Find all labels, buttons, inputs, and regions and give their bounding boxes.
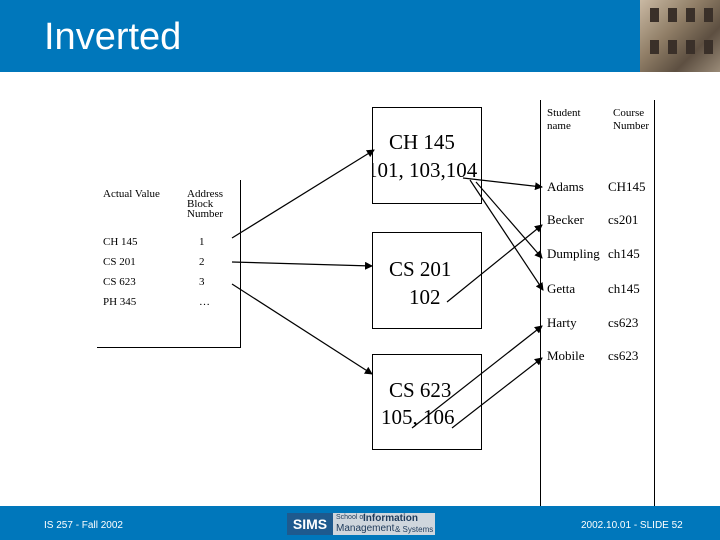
index-row-address: 3 [199, 276, 205, 288]
student-row-course: cs623 [608, 315, 639, 330]
student-row-name: Adams [547, 179, 584, 194]
sims-logo: SIMS School of Information Management & … [287, 513, 435, 535]
student-row-course: CH145 [608, 179, 646, 194]
sims-logo-school: School of [336, 514, 366, 521]
index-row-address: … [199, 296, 210, 308]
student-header-name: Student name [547, 107, 581, 132]
index-row-value: PH 345 [103, 296, 137, 308]
block-line1: CH 145 [389, 130, 455, 154]
arrow-103-to-getta [469, 179, 544, 291]
student-row-name: Harty [547, 315, 577, 330]
student-table: Student name Course Number Adams CH145 B… [540, 100, 655, 506]
footer-slide-number: 2002.10.01 - SLIDE 52 [581, 520, 683, 531]
block-line1: CS 201 [389, 257, 452, 281]
slide-content [0, 72, 720, 506]
student-row-course: cs201 [608, 212, 639, 227]
block-ch145: CH 145 101, 103,104 [372, 107, 482, 204]
index-row-value: CS 201 [103, 256, 136, 268]
student-row-name: Getta [547, 281, 576, 296]
arrow-index-to-cs623 [231, 283, 373, 375]
block-line1: CS 623 [389, 378, 452, 402]
student-row-name: Dumpling [547, 246, 600, 261]
index-table: Actual Value Address Block Number CH 145… [97, 180, 241, 348]
arrow-index-to-ch145 [231, 149, 375, 239]
footer-course: IS 257 - Fall 2002 [44, 520, 123, 531]
arrow-101-to-adams [462, 177, 543, 191]
index-row-address: 1 [199, 236, 205, 248]
arrow-102-to-becker [446, 224, 543, 303]
arrow-105-to-harty [411, 325, 543, 429]
sims-logo-mark: SIMS [287, 513, 333, 535]
index-header-address: Address Block Number [187, 188, 224, 220]
arrow-106-to-mobile [451, 357, 543, 429]
student-row-name: Becker [547, 212, 584, 227]
index-row-value: CS 623 [103, 276, 136, 288]
index-row-address: 2 [199, 256, 205, 268]
arrow-index-to-cs201 [231, 261, 373, 270]
slide-header: Inverted [0, 0, 720, 72]
block-cs623: CS 623 105, 106 [372, 354, 482, 450]
building-photo [640, 0, 720, 72]
student-row-course: ch145 [608, 281, 640, 296]
sims-logo-systems: & Systems [395, 525, 434, 534]
student-row-name: Mobile [547, 348, 585, 363]
block-line2: 101, 103,104 [372, 158, 478, 182]
sims-logo-management: Management [336, 523, 395, 534]
slide-footer: IS 257 - Fall 2002 SIMS School of Inform… [0, 506, 720, 540]
sims-logo-information: Information [363, 513, 418, 524]
slide-title: Inverted [44, 16, 182, 58]
block-cs201: CS 201 102 [372, 232, 482, 329]
student-row-course: ch145 [608, 246, 640, 261]
student-header-course: Course Number [613, 107, 650, 132]
block-line2: 102 [409, 285, 441, 309]
index-row-value: CH 145 [103, 236, 138, 248]
student-row-course: cs623 [608, 348, 639, 363]
arrow-104-to-dumpling [475, 181, 543, 259]
block-line2: 105, 106 [381, 405, 455, 429]
index-header-value: Actual Value [103, 188, 160, 200]
